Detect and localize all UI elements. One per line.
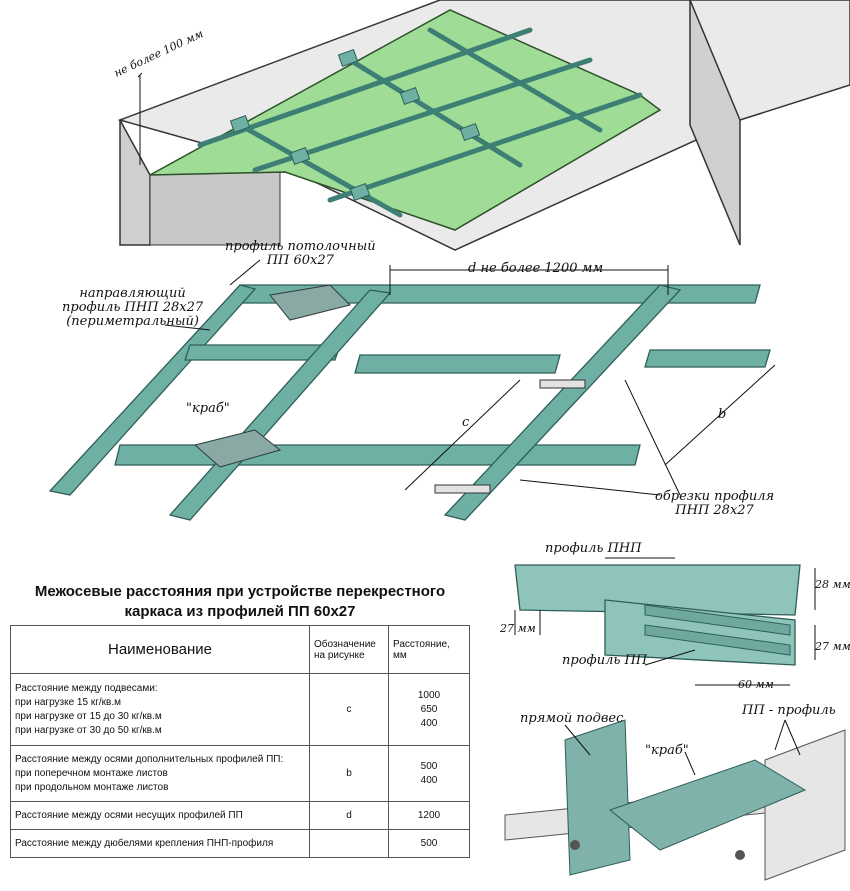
row-distance-value: 650 <box>420 703 438 715</box>
label-dim-27-right: 27 мм <box>815 640 850 653</box>
row-name: Расстояние между подвесами: при нагрузке… <box>10 673 310 746</box>
row-designation: d <box>309 801 389 830</box>
row-designation: c <box>309 673 389 746</box>
row-distance: 500 <box>388 829 470 858</box>
label-dim-28: 28 мм <box>815 578 850 591</box>
frame-illustration <box>48 259 776 521</box>
label-c: c <box>462 415 470 430</box>
right-wall <box>689 0 741 246</box>
label-cuts-line2: ПНП 28x27 <box>675 503 754 518</box>
row-distance-value: 500 <box>420 760 438 772</box>
label-d-max: d не более 1200 мм <box>468 261 604 276</box>
row-distance-value: 400 <box>420 717 438 729</box>
row-name-line: при поперечном монтаже листов <box>15 767 168 779</box>
row-name: Расстояние между дюбелями крепления ПНП-… <box>10 829 310 858</box>
table-title: Межосевые расстояния при устройстве пере… <box>0 582 480 622</box>
crab-detail-illustration <box>504 719 846 881</box>
table-title-line1: Межосевые расстояния при устройстве пере… <box>34 583 446 600</box>
table-title-line2: каркаса из профилей ПП 60x27 <box>124 603 356 620</box>
table-row: Расстояние между подвесами: при нагрузке… <box>10 673 470 746</box>
row-designation <box>309 829 389 858</box>
label-crab: "краб" <box>186 401 230 416</box>
label-cuts: обрезки профиля ПНП 28x27 <box>655 490 774 518</box>
header-designation: Обозначение на рисунке <box>309 625 389 674</box>
row-distance: 1200 <box>388 801 470 830</box>
label-ceiling-profile-line2: ПП 60x27 <box>266 253 334 268</box>
row-distance: 1000 650 400 <box>388 673 470 746</box>
row-name-line: при нагрузке от 15 до 30 кг/кв.м <box>15 710 162 722</box>
label-dim-60: 60 мм <box>738 678 774 691</box>
left-wall <box>119 119 151 246</box>
ceiling-illustration <box>117 0 850 251</box>
table-header-row: Наименование Обозначение на рисунке Расс… <box>10 625 470 674</box>
row-name-line: при нагрузке от 30 до 50 кг/кв.м <box>15 724 162 736</box>
label-guide-profile: направляющий профиль ПНП 28x27 (периметр… <box>62 287 203 329</box>
row-name: Расстояние между осями несущих профилей … <box>10 801 310 830</box>
table-row: Расстояние между осями несущих профилей … <box>10 801 470 830</box>
crab-bottom <box>193 429 282 468</box>
profile-section-illustration <box>514 557 816 686</box>
label-detail-pp-profile: ПП - профиль <box>742 703 836 718</box>
row-distance: 500 400 <box>388 745 470 802</box>
label-guide-line3: (периметральный) <box>66 314 199 329</box>
row-name: Расстояние между осями дополнительных пр… <box>10 745 310 802</box>
label-dim-27-left: 27 мм <box>500 622 536 635</box>
label-cuts-line1: обрезки профиля <box>655 489 775 504</box>
row-name-line: при нагрузке 15 кг/кв.м <box>15 696 121 708</box>
label-ceiling-profile-line1: профиль потолочный <box>225 239 376 254</box>
row-distance-value: 400 <box>420 774 438 786</box>
label-section-pnp: профиль ПНП <box>545 541 642 556</box>
header-distance: Расстояние, мм <box>388 625 470 674</box>
row-name-line: Расстояние между осями дополнительных пр… <box>15 753 284 765</box>
row-name-line: при продольном монтаже листов <box>15 781 169 793</box>
table-row: Расстояние между осями дополнительных пр… <box>10 745 470 802</box>
label-section-pp: профиль ПП <box>562 653 648 668</box>
left-wall-face <box>149 164 281 246</box>
spacing-table: Наименование Обозначение на рисунке Расс… <box>10 625 470 858</box>
label-guide-line1: направляющий <box>79 286 186 301</box>
label-b: b <box>718 407 727 422</box>
label-detail-crab: "краб" <box>645 743 689 758</box>
row-distance-value: 1000 <box>417 689 441 701</box>
row-name-line: Расстояние между подвесами: <box>15 682 158 694</box>
crab-top <box>269 284 351 321</box>
label-ceiling-profile: профиль потолочный ПП 60x27 <box>225 240 376 268</box>
header-name: Наименование <box>10 625 310 674</box>
label-direct-hanger: прямой подвес <box>520 711 624 726</box>
table-row: Расстояние между дюбелями крепления ПНП-… <box>10 829 470 858</box>
row-designation: b <box>309 745 389 802</box>
label-guide-line2: профиль ПНП 28x27 <box>62 300 204 315</box>
